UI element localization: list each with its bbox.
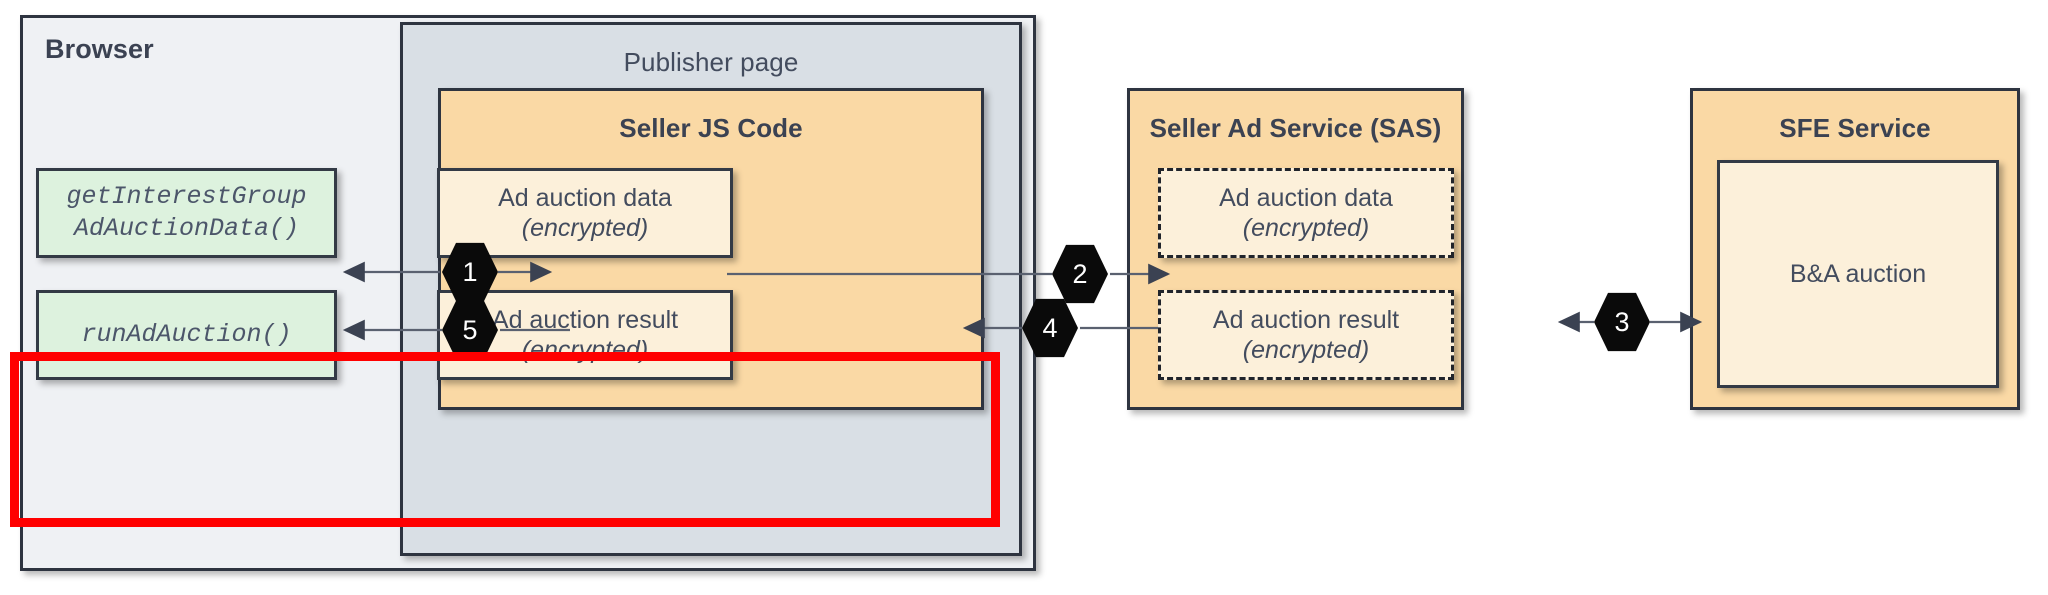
step-badge-3: 3	[1594, 292, 1650, 352]
browser-label: Browser	[45, 34, 154, 64]
step-badge-2: 2	[1052, 244, 1108, 304]
sas-ad-auction-data-box: Ad auction data (encrypted)	[1158, 168, 1454, 258]
sas-ad-auction-data-title: Ad auction data	[1219, 183, 1393, 212]
bna-auction-box: B&A auction	[1717, 160, 1999, 388]
sas-ad-auction-result-title: Ad auction result	[1212, 305, 1400, 334]
publisher-page-label: Publisher page	[623, 47, 799, 77]
seller-js-ad-auction-result-title: Ad auction result	[491, 305, 679, 334]
seller-js-ad-auction-result-subtitle: (encrypted)	[521, 336, 649, 364]
step-badge-5: 5	[442, 300, 498, 360]
step-badge-1: 1	[442, 242, 498, 302]
seller-js-ad-auction-data-title: Ad auction data	[498, 183, 672, 212]
seller-js-code-label: Seller JS Code	[619, 113, 803, 143]
get-interest-group-ad-auction-data-box: getInterestGroup AdAuctionData()	[36, 168, 337, 258]
step-badge-4: 4	[1022, 298, 1078, 358]
run-ad-auction-box: runAdAuction()	[36, 290, 337, 380]
sas-ad-auction-result-subtitle: (encrypted)	[1242, 336, 1370, 364]
sas-ad-auction-data-subtitle: (encrypted)	[1242, 214, 1370, 242]
sas-ad-auction-result-box: Ad auction result (encrypted)	[1158, 290, 1454, 380]
seller-js-ad-auction-data-box: Ad auction data (encrypted)	[437, 168, 733, 258]
seller-ad-service-label: Seller Ad Service (SAS)	[1149, 113, 1442, 143]
sfe-service-label: SFE Service	[1779, 113, 1931, 143]
seller-js-ad-auction-data-subtitle: (encrypted)	[521, 214, 649, 242]
bna-auction-title: B&A auction	[1789, 259, 1927, 288]
